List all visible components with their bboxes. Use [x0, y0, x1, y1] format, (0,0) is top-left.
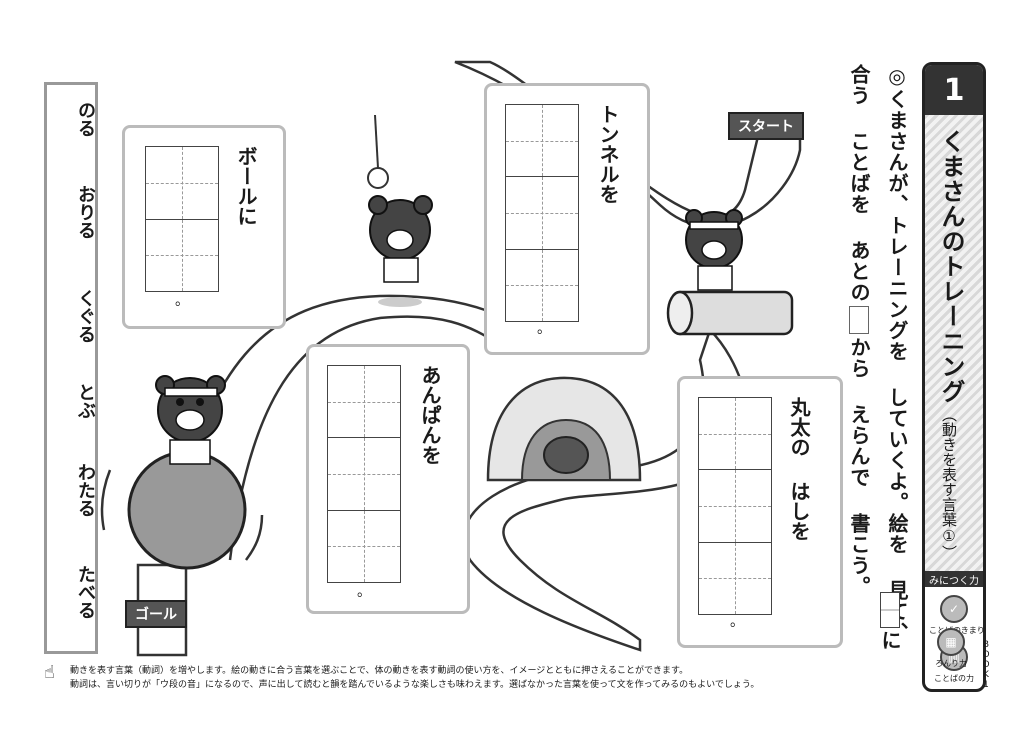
hanging-bun — [367, 167, 389, 189]
word-bank-item: おりる — [75, 185, 96, 239]
skill-logic: ▦ ろんり力 — [926, 628, 976, 674]
instructions: ◎くまさんが、トレーニングを していくよ。絵を 見て、 合う ことばを あとのか… — [840, 64, 916, 664]
answer-grid[interactable] — [698, 397, 772, 615]
word-bank-item: わたる — [75, 463, 96, 517]
instruction-line-2a: 合う ことばを あとの — [847, 64, 871, 303]
answer-period: 。 — [175, 293, 189, 309]
bear-in-tunnel — [543, 436, 589, 474]
prompt-log: 丸太の はしを — [787, 397, 811, 541]
word-bank-item: たべる — [75, 565, 96, 619]
word-bank-item: のる — [75, 101, 96, 137]
answer-grid[interactable] — [327, 365, 401, 583]
exercise-number: 1 — [925, 65, 983, 115]
skill-label: ろんり力 — [935, 659, 967, 668]
note-line-1: 動きを表す言葉（動詞）を増やします。絵の動きに合う言葉を選ぶことで、体の動きを表… — [70, 666, 689, 676]
instruction-line-2b: から えらんで 書こう。 — [847, 337, 871, 597]
page-title: くまさんのトレーニング — [937, 129, 965, 404]
answer-balloon-ball: 。 ボールに — [122, 125, 286, 329]
word-bank-item: とぶ — [75, 383, 96, 419]
jump-arc-inner — [228, 315, 501, 561]
check-icon: ✓ — [940, 595, 968, 623]
blocks-icon: ▦ — [937, 628, 965, 656]
start-sign: スタート — [728, 112, 804, 140]
page-subtitle: （動きを表す言葉①） — [940, 407, 958, 560]
word-box-symbol — [849, 306, 869, 334]
skills-heading: みにつく力 — [925, 571, 983, 587]
answer-grid[interactable] — [505, 104, 579, 322]
answer-grid[interactable] — [145, 146, 219, 292]
instruction-line-1: くまさんが、トレーニングを していくよ。絵を 見て、 — [885, 89, 909, 643]
answer-period: 。 — [730, 614, 744, 630]
answer-period: 。 — [357, 584, 371, 600]
answer-balloon-anpan: 。 あんぱんを — [306, 344, 470, 614]
word-bank-item: くぐる — [75, 289, 96, 343]
bullet-icon: ◎ — [885, 64, 909, 89]
prompt-anpan: あんぱんを — [418, 365, 442, 465]
big-ball — [127, 450, 247, 570]
note-line-2: 動詞は、言い切りが「ウ段の音」になるので、声に出して読むと韻を踏んでいるような楽… — [70, 680, 760, 690]
book-mark: BOOK1 — [981, 640, 991, 690]
skill-label: ことばの力 — [934, 674, 974, 683]
answer-period: 。 — [537, 321, 551, 337]
goal-sign: ゴール — [125, 600, 187, 628]
word-bank: のる おりる くぐる とぶ わたる たべる — [44, 82, 98, 654]
title-stripe — [925, 115, 983, 571]
title-bar: 1 くまさんのトレーニング （動きを表す言葉①） みにつく力 ✓ ことばのきまり… — [922, 62, 986, 692]
answer-balloon-log: 。 丸太の はしを — [677, 376, 843, 648]
answer-balloon-tunnel: 。 トンネルを — [484, 83, 650, 355]
instruction-line-3-text: に — [878, 630, 902, 650]
prompt-ball: ボールに — [234, 146, 258, 226]
instruction-line-3: に — [876, 590, 905, 650]
prompt-tunnel: トンネルを — [596, 104, 620, 204]
answer-box-symbol — [880, 592, 900, 628]
pointing-hand-icon: ☝ — [44, 662, 55, 683]
